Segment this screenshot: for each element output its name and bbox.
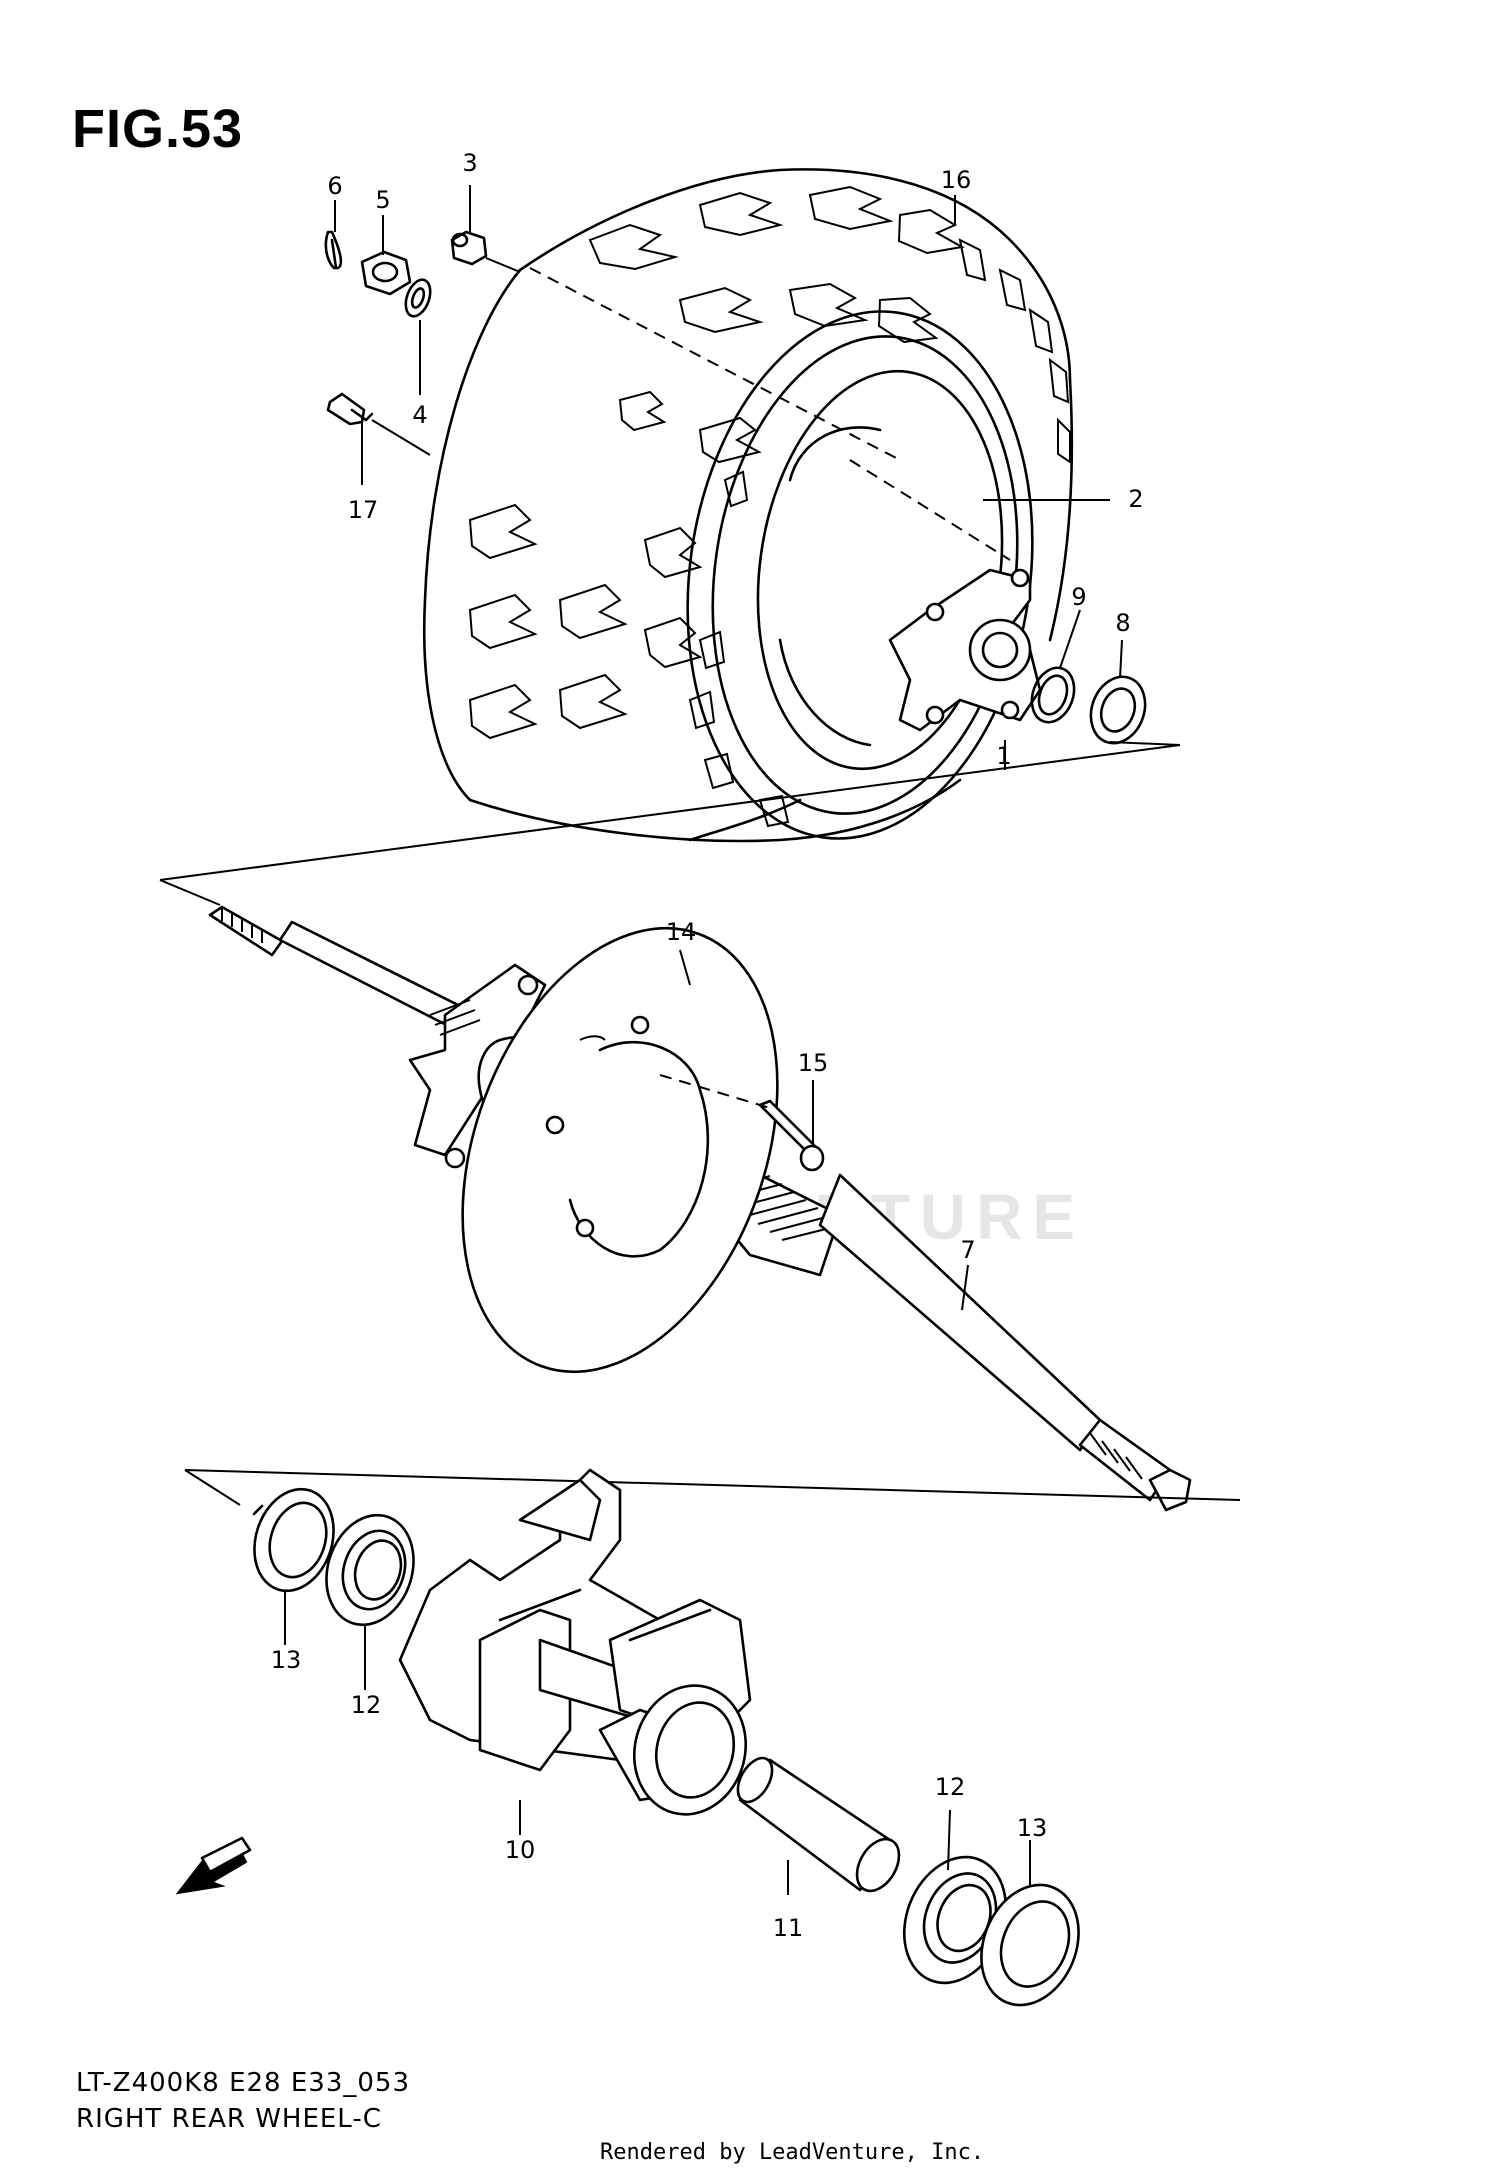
callout-12-left: 12 xyxy=(350,1691,382,1719)
callout-17: 17 xyxy=(347,496,379,524)
oil-seal-8 xyxy=(1089,675,1147,745)
diagram-caption: RIGHT REAR WHEEL-C xyxy=(76,2104,382,2134)
tread-blocks xyxy=(468,185,1071,828)
castle-nut xyxy=(360,250,412,296)
callout-13-right: 13 xyxy=(1016,1814,1048,1842)
callout-7: 7 xyxy=(960,1236,976,1264)
callout-6: 6 xyxy=(327,172,343,200)
callout-15: 15 xyxy=(797,1049,829,1077)
figure-title: FIG.53 xyxy=(72,99,244,159)
callout-16: 16 xyxy=(940,166,972,194)
callout-9: 9 xyxy=(1071,583,1087,611)
callout-13-left: 13 xyxy=(270,1646,302,1674)
brake-disc xyxy=(461,926,779,1374)
spacer-tube xyxy=(736,1756,901,1893)
disc-bolt xyxy=(758,1099,825,1172)
fwd-arrow-icon xyxy=(175,1836,252,1895)
callout-1: 1 xyxy=(996,742,1012,770)
o-ring xyxy=(1030,666,1076,724)
callout-3: 3 xyxy=(462,149,478,177)
bearing-12-left xyxy=(325,1513,415,1627)
oil-seal-13-left xyxy=(252,1487,335,1593)
oil-seal-13-right xyxy=(980,1883,1080,2007)
callout-5: 5 xyxy=(375,186,391,214)
wheel-nut xyxy=(450,230,488,266)
callout-8: 8 xyxy=(1115,609,1131,637)
valve-stem xyxy=(326,392,374,426)
callout-12-right: 12 xyxy=(934,1773,966,1801)
callout-2: 2 xyxy=(1128,485,1144,513)
callout-4: 4 xyxy=(412,401,428,429)
cotter-pin xyxy=(324,230,343,270)
callout-10: 10 xyxy=(504,1836,536,1864)
callout-11: 11 xyxy=(772,1914,804,1942)
wheel-hub xyxy=(888,568,1042,732)
rear-axle-carrier xyxy=(398,1468,752,1816)
rendered-by-credit: Rendered by LeadVenture, Inc. xyxy=(600,2140,985,2165)
model-code: LT-Z400K8 E28 E33_053 xyxy=(76,2068,410,2098)
washer xyxy=(404,278,432,318)
leader-lines xyxy=(284,185,1123,1895)
callout-14: 14 xyxy=(665,918,697,946)
tire-assembly xyxy=(422,168,1074,843)
